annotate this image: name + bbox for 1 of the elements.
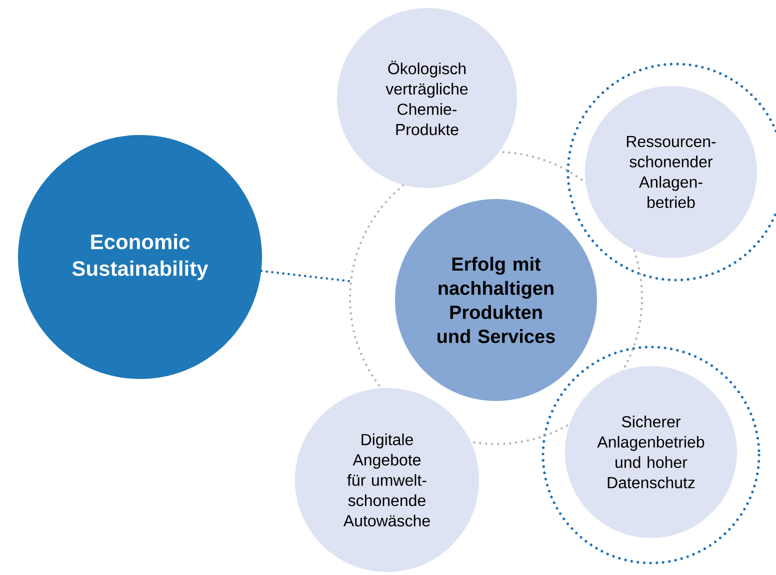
connector	[260, 270, 352, 282]
